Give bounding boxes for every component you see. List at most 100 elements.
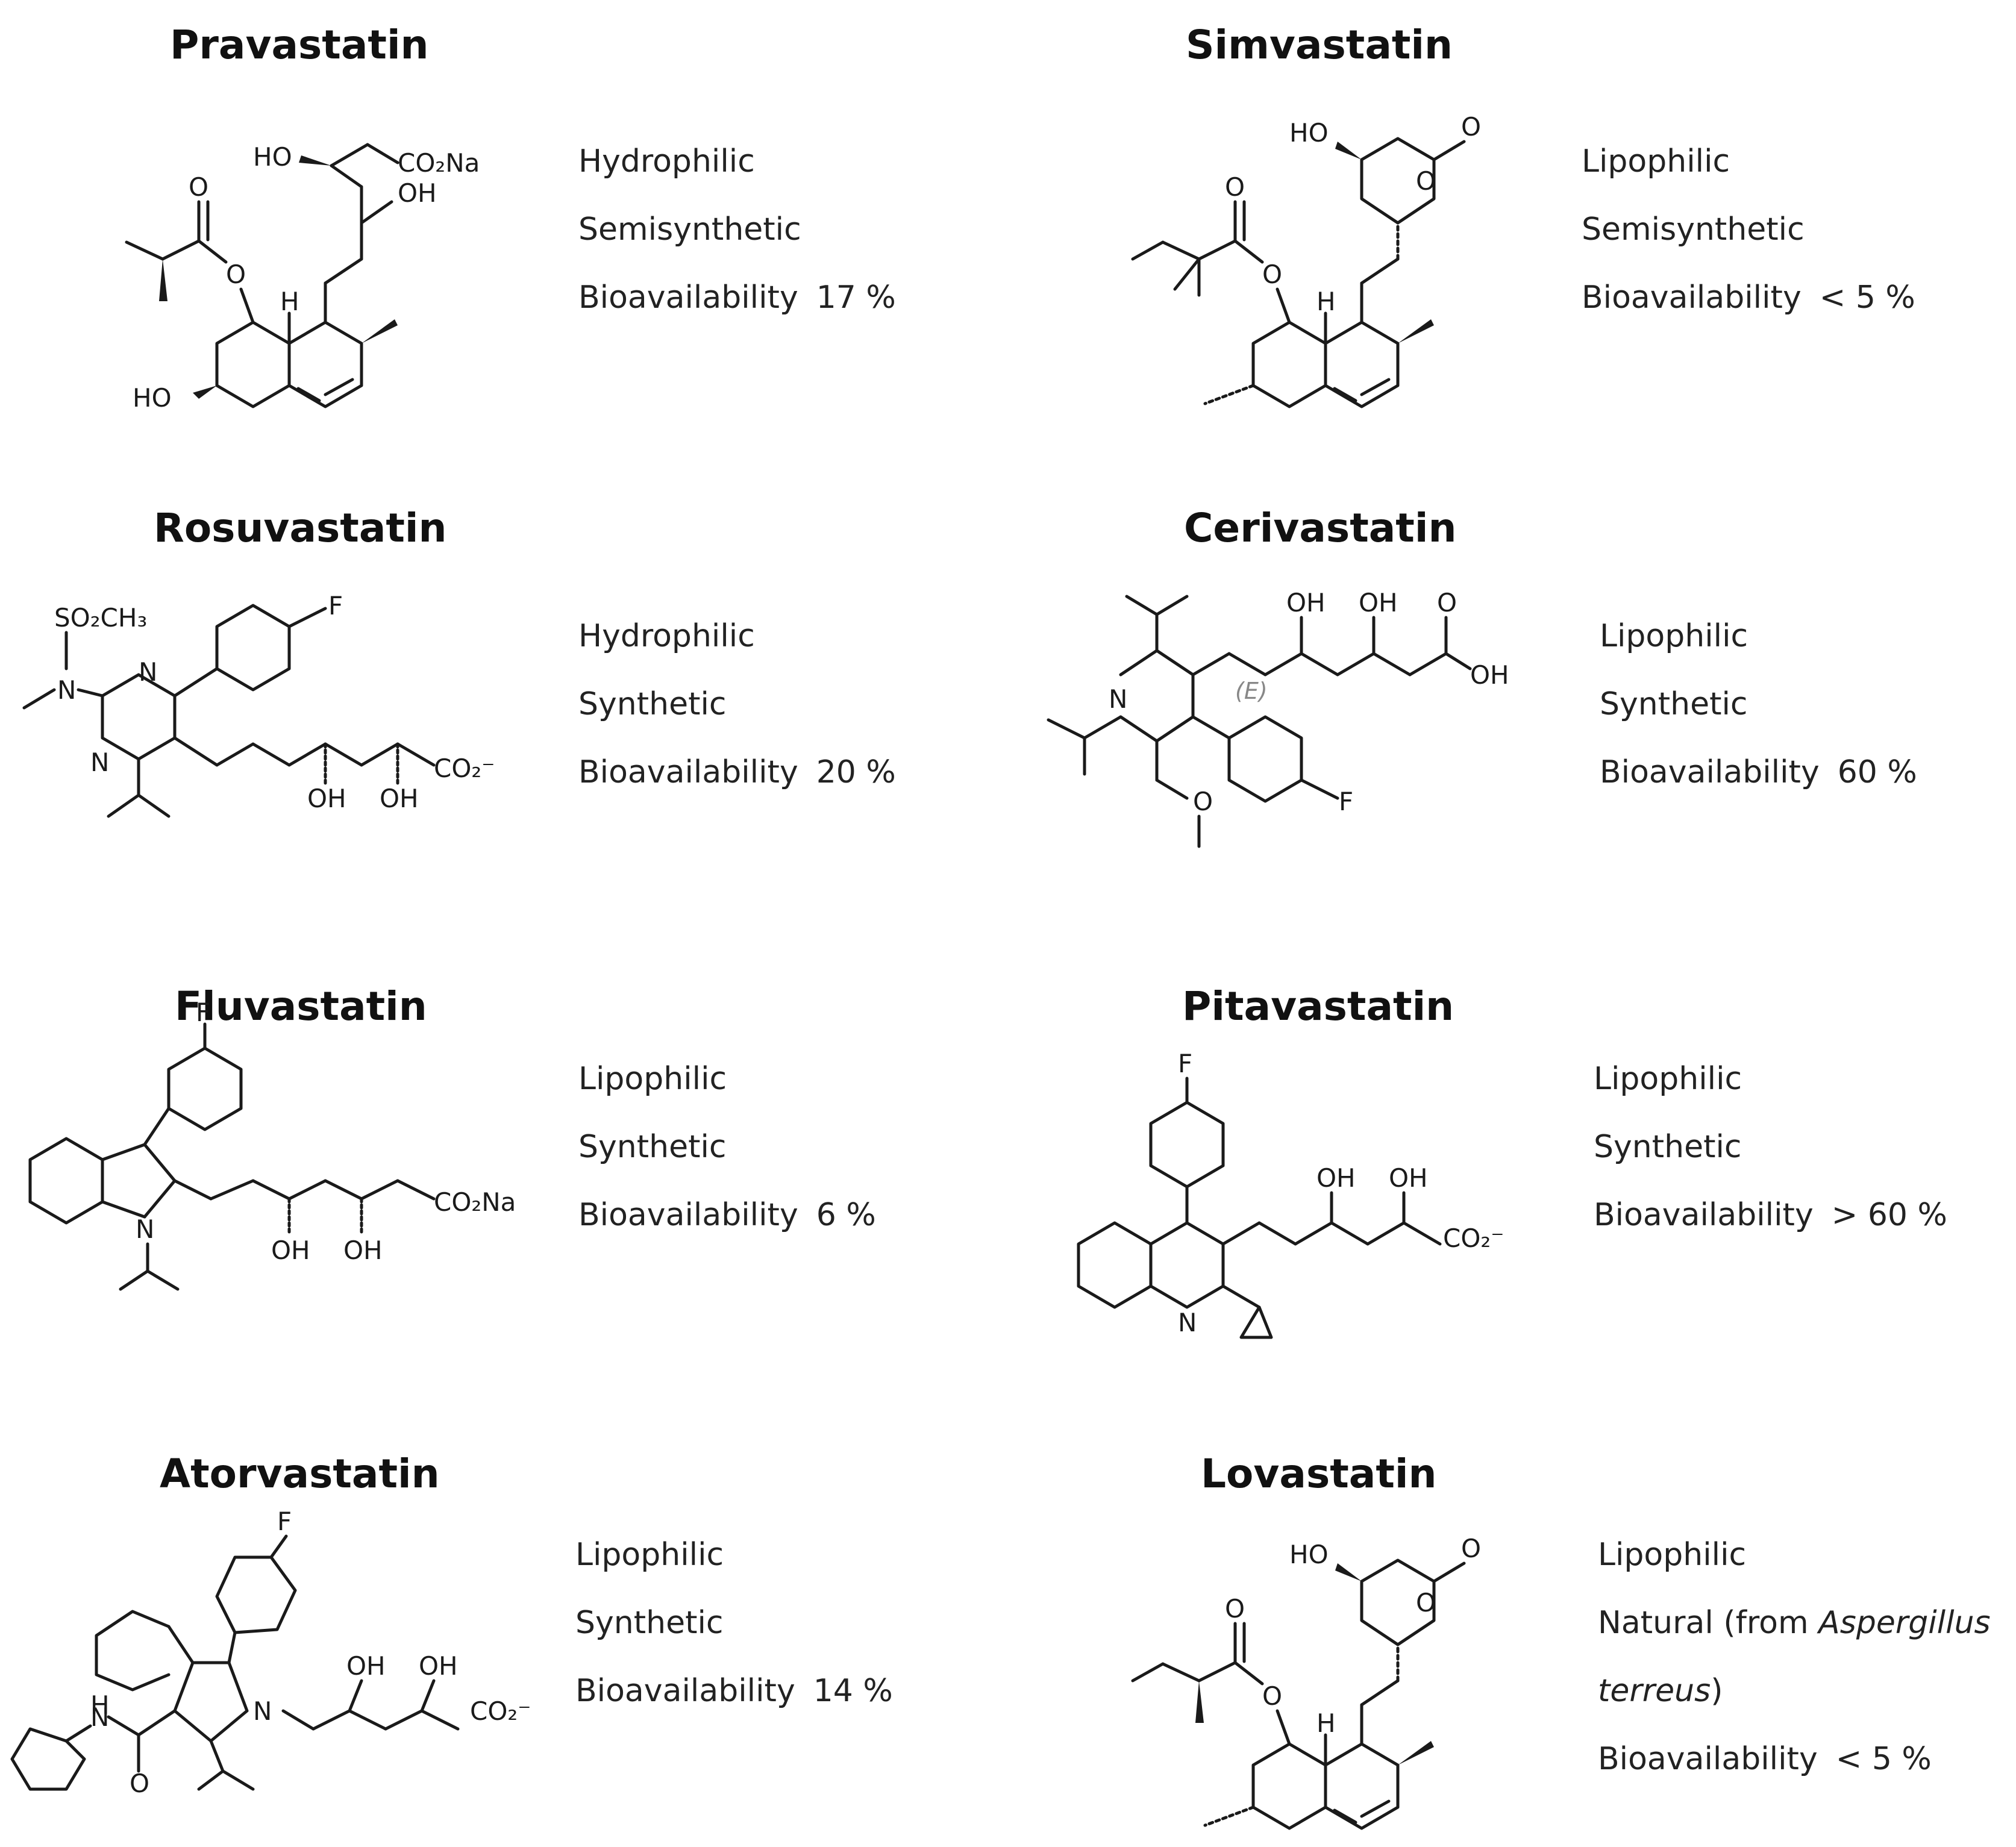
svg-text:OH: OH (380, 784, 419, 813)
svg-text:F: F (328, 591, 343, 620)
svg-text:OH: OH (343, 1236, 383, 1265)
svg-text:OH: OH (1316, 1163, 1356, 1193)
svg-text:O: O (1416, 166, 1436, 196)
origin-label: Synthetic (575, 1605, 724, 1641)
origin-label: Semisynthetic (578, 211, 801, 248)
fluvastatin-structure: N F OH OH CO₂Na (28, 998, 516, 1291)
statin-name-cerivastatin: Cerivastatin (1184, 505, 1457, 551)
svg-text:H: H (90, 1690, 110, 1720)
svg-text:F: F (196, 998, 210, 1027)
origin-label-cont: terreus) (1598, 1673, 1723, 1709)
bioavailability-row: Bioavailability> 60 % (1594, 1197, 1947, 1233)
statin-name-rosuvastatin: Rosuvastatin (154, 505, 447, 551)
svg-text:CO₂⁻: CO₂⁻ (470, 1696, 531, 1726)
svg-text:O: O (1461, 112, 1481, 142)
svg-text:O: O (189, 172, 208, 202)
solubility-label: Lipophilic (575, 1537, 724, 1573)
rosuvastatin-structure: SO₂CH₃ N N N F OH OH CO₂⁻ (22, 591, 495, 818)
svg-text:O: O (1262, 260, 1282, 289)
svg-text:N: N (90, 1702, 109, 1732)
statin-name-atorvastatin: Atorvastatin (160, 1451, 440, 1497)
atorvastatin-structure: F N O H N OH OH CO₂⁻ (10, 1507, 531, 1798)
solubility-label: Hydrophilic (578, 143, 755, 180)
svg-text:OH: OH (1470, 660, 1509, 690)
svg-text:O: O (1262, 1681, 1282, 1711)
svg-text:(E): (E) (1235, 678, 1268, 704)
cerivastatin-structure: N O F OH OH O OH (E) (1047, 588, 1509, 848)
svg-text:N: N (139, 657, 157, 687)
svg-text:OH: OH (398, 178, 437, 208)
statin-name-simvastatin: Simvastatin (1186, 22, 1453, 68)
svg-text:CO₂Na: CO₂Na (434, 1187, 516, 1217)
svg-text:SO₂CH₃: SO₂CH₃ (54, 603, 147, 633)
bioavailability-row: Bioavailability< 5 % (1582, 280, 1915, 316)
svg-text:N: N (253, 1696, 272, 1726)
svg-text:HO: HO (1289, 118, 1329, 148)
svg-text:N: N (57, 675, 76, 705)
simvastatin-properties: Lipophilic Semisynthetic Bioavailability… (1582, 128, 1915, 332)
origin-label: Synthetic (578, 1129, 727, 1165)
svg-text:OH: OH (419, 1651, 458, 1681)
pravastatin-structure: HO O O H OH HO CO₂Na (125, 142, 480, 413)
svg-text:O: O (1225, 172, 1245, 202)
origin-label: Synthetic (1594, 1129, 1742, 1165)
svg-text:O: O (1461, 1534, 1481, 1563)
svg-text:OH: OH (307, 784, 346, 813)
solubility-label: Lipophilic (578, 1061, 727, 1097)
svg-text:O: O (1437, 588, 1457, 617)
svg-text:HO: HO (1289, 1540, 1329, 1569)
svg-text:HO: HO (253, 142, 292, 172)
lovastatin-structure: O O H O O HO (1131, 1534, 1481, 1830)
pitavastatin-properties: Lipophilic Synthetic Bioavailability> 60… (1594, 1045, 1947, 1249)
svg-text:OH: OH (271, 1236, 310, 1265)
svg-text:N: N (1109, 684, 1127, 714)
origin-label: Synthetic (578, 686, 727, 722)
svg-text:F: F (1178, 1049, 1192, 1078)
svg-text:F: F (1339, 787, 1353, 816)
svg-text:CO₂⁻: CO₂⁻ (1443, 1224, 1504, 1253)
svg-text:H: H (280, 287, 299, 316)
svg-text:F: F (277, 1507, 292, 1536)
origin-label: Synthetic (1600, 686, 1748, 722)
svg-text:N: N (1178, 1308, 1197, 1337)
svg-text:N: N (90, 748, 109, 777)
svg-text:O: O (130, 1769, 149, 1798)
svg-text:OH: OH (1359, 588, 1398, 617)
lovastatin-properties: Lipophilic Natural (from Aspergillus ter… (1598, 1521, 1991, 1793)
svg-text:CO₂Na: CO₂Na (398, 148, 480, 178)
simvastatin-structure: O O H O O HO (1131, 112, 1481, 408)
svg-text:OH: OH (1389, 1163, 1428, 1193)
solubility-label: Hydrophilic (578, 618, 755, 654)
svg-text:HO: HO (133, 383, 172, 413)
svg-text:O: O (1416, 1588, 1436, 1617)
statin-name-lovastatin: Lovastatin (1201, 1451, 1437, 1497)
svg-text:N: N (136, 1214, 154, 1244)
svg-text:OH: OH (346, 1651, 386, 1681)
solubility-label: Lipophilic (1594, 1061, 1742, 1097)
svg-text:OH: OH (1286, 588, 1326, 617)
statin-name-pravastatin: Pravastatin (170, 22, 429, 68)
solubility-label: Lipophilic (1598, 1537, 1747, 1573)
svg-text:CO₂⁻: CO₂⁻ (434, 754, 495, 783)
origin-label: Semisynthetic (1582, 211, 1805, 248)
pravastatin-properties: Hydrophilic Semisynthetic Bioavailabilit… (578, 128, 896, 332)
solubility-label: Lipophilic (1600, 618, 1748, 654)
statin-name-fluvastatin: Fluvastatin (175, 983, 427, 1030)
statin-name-pitavastatin: Pitavastatin (1182, 983, 1454, 1030)
solubility-label: Lipophilic (1582, 143, 1730, 180)
svg-text:H: H (1316, 1708, 1336, 1738)
origin-label: Natural (from Aspergillus (1598, 1605, 1991, 1641)
svg-text:O: O (1193, 787, 1213, 816)
bioavailability-row: Bioavailability< 5 % (1598, 1741, 1932, 1777)
svg-text:O: O (1225, 1594, 1245, 1624)
pitavastatin-structure: F N OH OH CO₂⁻ (1077, 1049, 1504, 1339)
